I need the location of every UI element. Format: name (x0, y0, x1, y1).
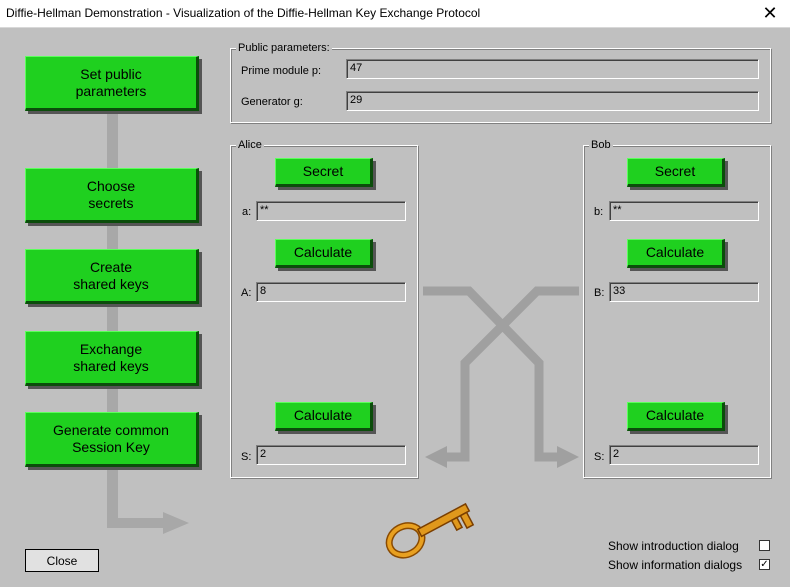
close-button[interactable]: Close (25, 549, 99, 572)
alice-shared-field[interactable]: 8 (256, 282, 406, 302)
generator-label: Generator g: (241, 96, 303, 108)
key-icon (385, 502, 475, 559)
bob-group (583, 145, 771, 478)
generate-session-key-button[interactable]: Generate common Session Key (25, 412, 199, 467)
show-information-label: Show information dialogs (608, 558, 743, 572)
alice-session-field[interactable]: 2 (256, 445, 406, 465)
create-shared-keys-button[interactable]: Create shared keys (25, 249, 199, 304)
show-information-checkbox[interactable]: ✓ (759, 559, 770, 570)
bob-session-label: S: (594, 451, 605, 463)
checkmark-icon: ✓ (760, 559, 769, 570)
alice-session-calculate-button[interactable]: Calculate (275, 402, 373, 431)
bob-secret-button[interactable]: Secret (627, 158, 725, 187)
public-parameters-group (230, 48, 771, 123)
alice-secret-field[interactable]: ** (256, 201, 406, 221)
title-bar: Diffie-Hellman Demonstration - Visualiza… (0, 0, 790, 28)
prime-field[interactable]: 47 (346, 59, 759, 79)
set-public-parameters-button[interactable]: Set public parameters (25, 56, 199, 111)
client-area: Set public parameters Choose secrets Cre… (1, 28, 789, 586)
bob-secret-field[interactable]: ** (609, 201, 759, 221)
bob-title: Bob (589, 139, 613, 151)
alice-session-label: S: (241, 451, 252, 463)
show-introduction-checkbox[interactable] (759, 540, 770, 551)
show-introduction-label: Show introduction dialog (608, 539, 739, 553)
bob-session-calculate-button[interactable]: Calculate (627, 402, 725, 431)
generator-field[interactable]: 29 (346, 91, 759, 111)
bob-calculate-button[interactable]: Calculate (627, 239, 725, 268)
bob-session-field[interactable]: 2 (609, 445, 759, 465)
alice-title: Alice (236, 139, 264, 151)
bob-secret-label: b: (594, 206, 604, 218)
public-parameters-title: Public parameters: (236, 42, 332, 54)
window-close-icon[interactable]: ✕ (762, 3, 778, 23)
step-connector-end (107, 518, 165, 528)
bob-shared-label: B: (594, 287, 605, 299)
window-title: Diffie-Hellman Demonstration - Visualiza… (6, 6, 481, 20)
step-connector (107, 88, 118, 528)
choose-secrets-button[interactable]: Choose secrets (25, 168, 199, 223)
alice-calculate-button[interactable]: Calculate (275, 239, 373, 268)
step-arrow-icon (163, 512, 189, 534)
exchange-arrows (423, 286, 579, 468)
alice-shared-label: A: (241, 287, 252, 299)
prime-label: Prime module p: (241, 65, 322, 77)
exchange-shared-keys-button[interactable]: Exchange shared keys (25, 331, 199, 386)
bob-shared-field[interactable]: 33 (609, 282, 759, 302)
alice-secret-label: a: (242, 206, 252, 218)
alice-group (230, 145, 418, 478)
alice-secret-button[interactable]: Secret (275, 158, 373, 187)
